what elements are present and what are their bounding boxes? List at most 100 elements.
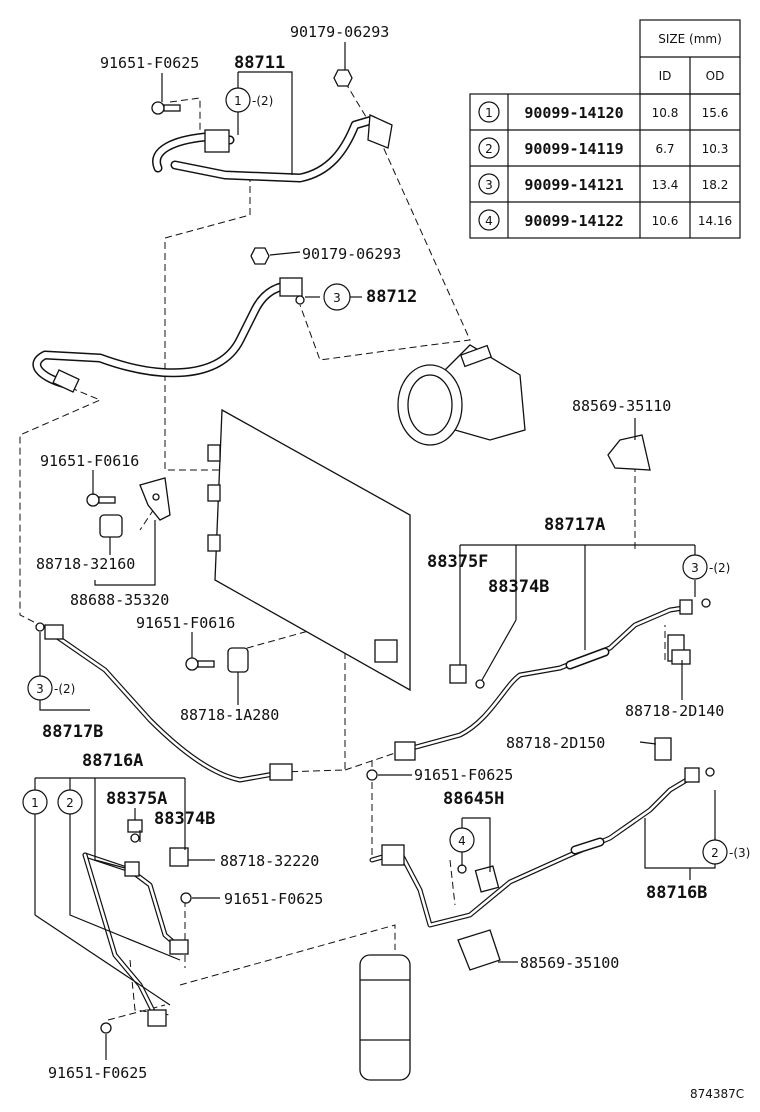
callout-2-88716b: 2 -(3) xyxy=(702,839,750,865)
callout-qty: -(2) xyxy=(252,94,273,108)
oring-88374b xyxy=(475,679,485,689)
clamp-88718-32160 xyxy=(99,514,123,538)
label-88718-32220: 88718-32220 xyxy=(220,852,319,870)
pipe-block-fitting xyxy=(204,129,230,153)
label-88717a: 88717A xyxy=(544,515,605,535)
table-ref: 4 xyxy=(485,214,493,228)
pipe-88717a xyxy=(394,598,711,761)
label-88569-35100: 88569-35100 xyxy=(520,954,619,972)
label-91651-f0616-b: 91651-F0616 xyxy=(136,614,235,632)
table-od-value: 15.6 xyxy=(702,106,729,120)
label-88645h: 88645H xyxy=(443,789,504,809)
clamp-88718-2d140 xyxy=(667,634,691,665)
callout-qty: -(2) xyxy=(709,561,730,575)
table-row: 3 90099-14121 13.4 18.2 xyxy=(478,173,729,195)
table-id-value: 10.6 xyxy=(652,214,679,228)
bracket-88569-35110 xyxy=(607,434,651,471)
callout-number: 3 xyxy=(691,561,699,575)
table-row: 4 90099-14122 10.6 14.16 xyxy=(478,209,732,231)
table-od-value: 18.2 xyxy=(702,178,729,192)
condenser xyxy=(207,408,411,692)
bolt-91651-top xyxy=(151,101,181,115)
label-88717b: 88717B xyxy=(42,722,103,742)
bolt-91651-left-mid xyxy=(180,892,192,904)
callout-number: 3 xyxy=(36,682,44,696)
callout-qty: -(3) xyxy=(729,846,750,860)
callout-1-top: 1 -(2) xyxy=(225,87,273,113)
label-88718-32160: 88718-32160 xyxy=(36,555,135,573)
table-part-number: 90099-14119 xyxy=(524,140,623,158)
label-91651-f0625-top: 91651-F0625 xyxy=(100,54,199,72)
label-88711: 88711 xyxy=(234,53,285,73)
clamp-88718-2d150 xyxy=(654,737,672,761)
label-88716b: 88716B xyxy=(646,883,707,903)
label-88688-35320: 88688-35320 xyxy=(70,591,169,609)
table-part-number: 90099-14121 xyxy=(524,176,623,194)
label-88718-2d150: 88718-2D150 xyxy=(506,734,605,752)
nut-90179-top xyxy=(333,69,353,87)
callout-3-88717a: 3 -(2) xyxy=(682,554,730,580)
callout-1-88716a: 1 xyxy=(22,789,48,815)
table-part-number: 90099-14120 xyxy=(524,104,623,122)
clamp-88718-32220 xyxy=(169,847,189,867)
receiver-drier xyxy=(359,954,411,1081)
label-88374b-left: 88374B xyxy=(154,809,215,829)
part-labels: 91651-F0625 88711 90179-06293 90179-0629… xyxy=(36,23,744,1101)
table-ref: 2 xyxy=(485,142,493,156)
label-91651-f0625-center: 91651-F0625 xyxy=(414,766,513,784)
label-90179-06293-mid: 90179-06293 xyxy=(302,245,401,263)
bolt-91651-f0616-a xyxy=(86,493,116,507)
pipe-88716b xyxy=(369,767,715,928)
size-table-col-od: OD xyxy=(706,69,725,83)
callout-number: 2 xyxy=(66,796,74,810)
table-ref: 3 xyxy=(485,178,493,192)
size-table-col-id: ID xyxy=(659,69,672,83)
callout-qty: -(2) xyxy=(54,682,75,696)
label-88716a: 88716A xyxy=(82,751,143,771)
table-od-value: 10.3 xyxy=(702,142,729,156)
label-88569-35110: 88569-35110 xyxy=(572,397,671,415)
callout-number: 2 xyxy=(711,846,719,860)
label-88718-1a280: 88718-1A280 xyxy=(180,706,279,724)
table-row: 2 90099-14119 6.7 10.3 xyxy=(478,137,729,159)
table-id-value: 13.4 xyxy=(652,178,679,192)
size-table-header: SIZE (mm) xyxy=(658,32,722,46)
label-88375a: 88375A xyxy=(106,789,167,809)
table-part-number: 90099-14122 xyxy=(524,212,623,230)
label-91651-f0625-left-mid: 91651-F0625 xyxy=(224,890,323,908)
callout-number: 1 xyxy=(31,796,39,810)
callout-2-88716a: 2 xyxy=(57,789,83,815)
cap-88375f xyxy=(449,664,467,684)
oring xyxy=(295,295,305,305)
callout-3-88712: 3 xyxy=(323,283,351,311)
bracket-88569-35100 xyxy=(457,929,501,971)
hose-88712 xyxy=(32,277,305,393)
nut-90179-mid xyxy=(250,247,270,265)
callout-number: 1 xyxy=(234,94,242,108)
leader-lines xyxy=(34,42,716,1060)
sensor-88645h xyxy=(457,864,500,893)
table-od-value: 14.16 xyxy=(698,214,732,228)
label-90179-06293-top: 90179-06293 xyxy=(290,23,389,41)
bolt-91651-bottom xyxy=(100,1022,112,1034)
compressor xyxy=(397,344,526,446)
label-88374b-right: 88374B xyxy=(488,577,549,597)
hose-88711 xyxy=(152,114,393,183)
label-88712: 88712 xyxy=(366,287,417,307)
label-91651-f0616-a: 91651-F0616 xyxy=(40,452,139,470)
table-ref: 1 xyxy=(485,106,493,120)
label-91651-f0625-bottom: 91651-F0625 xyxy=(48,1064,147,1082)
bracket-88688 xyxy=(139,477,171,521)
callouts: 1 -(2) 3 3 -(2) 3 -(2) 1 2 4 xyxy=(22,87,750,865)
size-table: SIZE (mm) ID OD 1 90099-14120 10.8 15.6 … xyxy=(469,19,741,239)
diagram-code: 874387C xyxy=(690,1087,744,1101)
callout-number: 3 xyxy=(333,291,341,305)
table-id-value: 10.8 xyxy=(652,106,679,120)
table-row: 1 90099-14120 10.8 15.6 xyxy=(478,101,729,123)
label-88375f: 88375F xyxy=(427,552,488,572)
pipe-88717b xyxy=(35,622,293,783)
callout-3-88717b: 3 -(2) xyxy=(27,675,75,701)
compressor-fitting xyxy=(367,114,393,149)
